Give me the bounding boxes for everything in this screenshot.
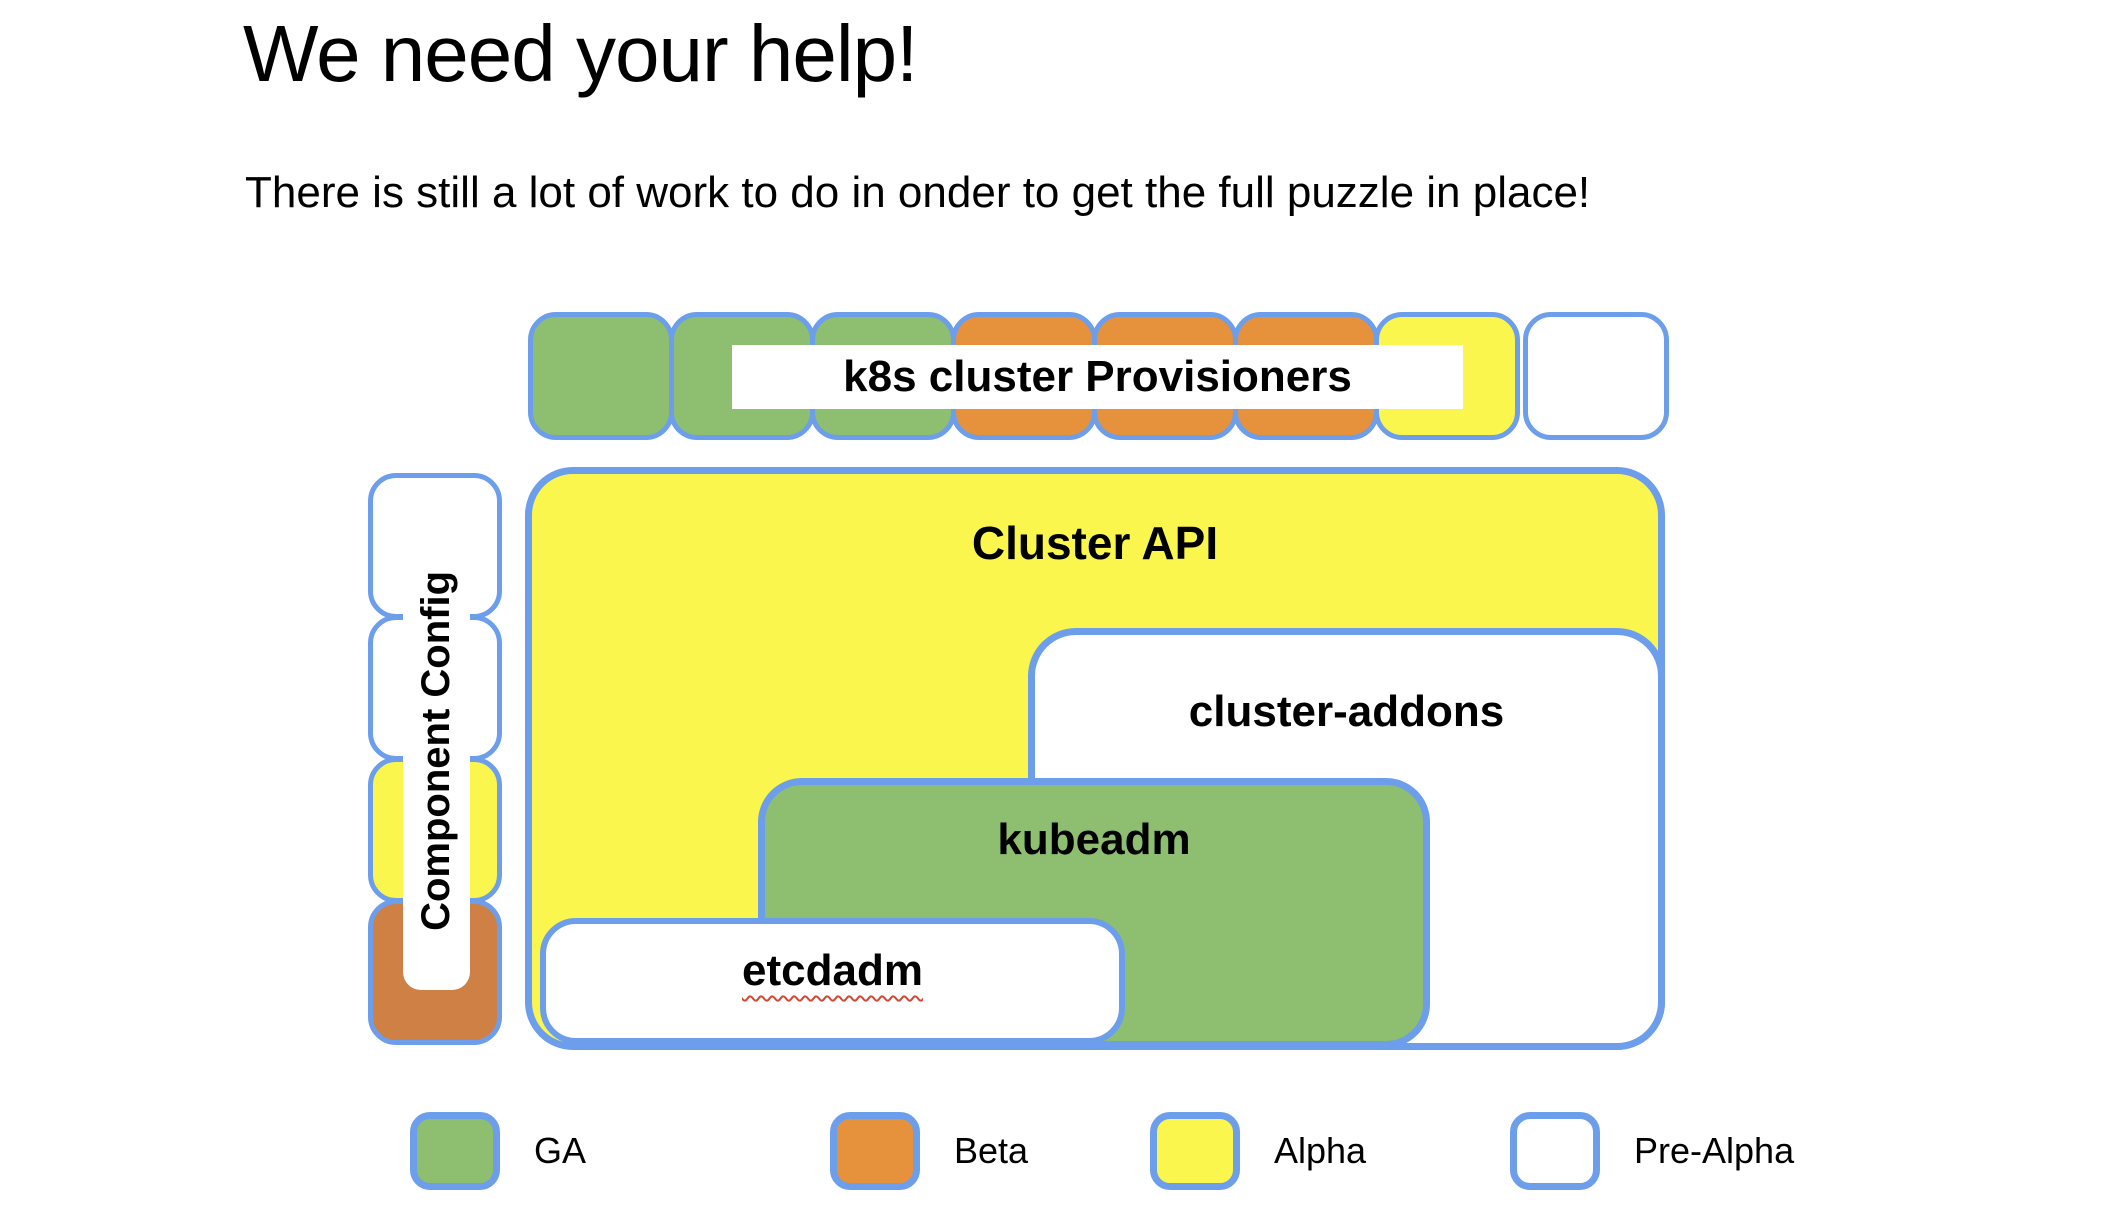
provisioners-label: k8s cluster Provisioners [732, 345, 1463, 409]
etcdadm-box: etcdadm [540, 918, 1125, 1044]
legend-label: GA [534, 1130, 587, 1171]
component-config-label: Component Config [403, 512, 470, 990]
legend-swatch-alpha [1150, 1112, 1240, 1190]
legend-item-ga: GA [410, 1112, 586, 1190]
legend-swatch-beta [830, 1112, 920, 1190]
kubeadm-label: kubeadm [997, 815, 1191, 864]
cluster-api-label: Cluster API [971, 517, 1219, 569]
cluster-addons-label: cluster-addons [1188, 687, 1505, 736]
puzzle-piece-pre-alpha [1523, 312, 1669, 440]
page-title: We need your help! [243, 9, 918, 98]
provisioners-label-text: k8s cluster Provisioners [843, 352, 1352, 401]
legend-swatch-pre-alpha [1510, 1112, 1600, 1190]
legend-label: Pre-Alpha [1634, 1130, 1795, 1171]
legend-item-pre-alpha: Pre-Alpha [1510, 1112, 1794, 1190]
legend-swatch-ga [410, 1112, 500, 1190]
legend-label: Beta [954, 1130, 1029, 1171]
puzzle-piece-ga [528, 312, 674, 440]
legend-item-alpha: Alpha [1150, 1112, 1366, 1190]
etcdadm-label-text: etcdadm [742, 946, 923, 995]
page-subtitle: There is still a lot of work to do in on… [245, 168, 1591, 217]
component-config-label-text: Component Config [414, 571, 458, 931]
etcdadm-label: etcdadm [546, 924, 1119, 996]
legend-item-beta: Beta [830, 1112, 1028, 1190]
legend-label: Alpha [1274, 1130, 1367, 1171]
